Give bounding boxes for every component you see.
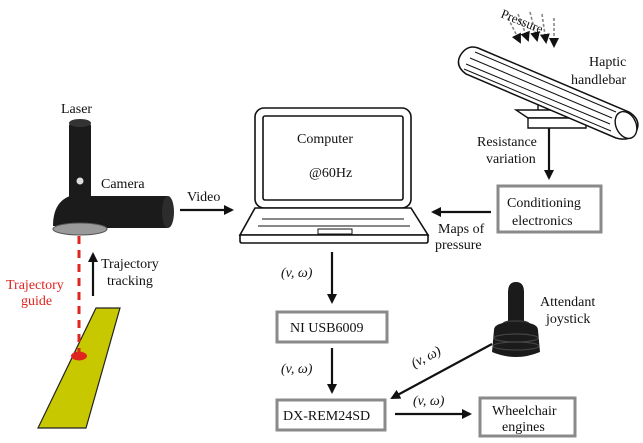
v-omega-computer-label: (v, ω) (281, 266, 313, 281)
camera-dome (53, 194, 107, 226)
rate-label: @60Hz (309, 166, 352, 181)
laptop-screen (262, 115, 404, 201)
trajectory-tracking-label-line1: Trajectory (101, 257, 159, 272)
joystick-stick (508, 282, 524, 322)
pressure-arrows (507, 11, 559, 48)
v-omega-joystick-label: (v, ω) (409, 344, 444, 372)
haptic-handlebar (457, 46, 639, 140)
conditioning-label-line2: electronics (512, 214, 573, 229)
pressure-label: Pressure (499, 6, 546, 36)
joystick-to-dx-arrow (390, 343, 493, 399)
handlebar-end-cap (614, 110, 638, 140)
dx-rem24sd-box (275, 398, 387, 432)
v-omega-ni-label: (v, ω) (281, 362, 313, 377)
laptop-trackpad (317, 228, 353, 235)
handlebar-mount-front (527, 117, 587, 129)
dx-rem24sd-label: DX-REM24SD (283, 409, 370, 424)
laptop-front-edge (239, 234, 429, 244)
computer-label: Computer (297, 132, 353, 147)
trajectory-tracking-label-line2: tracking (107, 274, 153, 289)
attendant-label-line1: Attendant (540, 295, 595, 310)
maps-label-line2: pressure (435, 238, 482, 253)
ni-usb6009-label: NI USB6009 (290, 321, 364, 336)
video-label: Video (187, 190, 220, 205)
haptic-label-line2: handlebar (571, 73, 627, 88)
ni-usb6009-box (275, 310, 389, 344)
v-omega-dx-label: (v, ω) (413, 394, 445, 409)
joystick-base (492, 322, 540, 357)
laser-tube (69, 122, 91, 206)
haptic-label-line1: Haptic (589, 55, 626, 70)
trajectory-guide-label-line2: guide (21, 294, 52, 309)
conditioning-label-line1: Conditioning (507, 196, 581, 211)
laser-indicator (76, 177, 84, 185)
wheelchair-engines-box (478, 396, 577, 438)
resistance-label-line1: Resistance (477, 135, 537, 150)
camera-dome-base (52, 222, 108, 236)
trajectory-guide-label-line1: Trajectory (6, 278, 64, 293)
wheelchair-label-line2: engines (502, 420, 545, 435)
attendant-joystick (492, 282, 540, 357)
laser-spot (71, 351, 87, 361)
laser-label: Laser (61, 102, 92, 117)
joystick-base-ring-2 (492, 341, 540, 351)
wheelchair-label-line1: Wheelchair (492, 404, 557, 419)
conditioning-electronics-box (496, 184, 603, 234)
laser-camera-device (52, 119, 174, 236)
floor-strip (37, 307, 121, 429)
resistance-label-line2: variation (486, 152, 536, 167)
computer-laptop (238, 107, 430, 244)
handlebar-bar (457, 46, 639, 140)
maps-label-line1: Maps of (438, 222, 485, 237)
camera-label: Camera (101, 177, 145, 192)
laser-tube-top (69, 119, 91, 127)
handlebar-grip-stripes (463, 51, 617, 132)
attendant-label-line2: joystick (545, 312, 590, 327)
camera-lens-end (162, 196, 174, 228)
